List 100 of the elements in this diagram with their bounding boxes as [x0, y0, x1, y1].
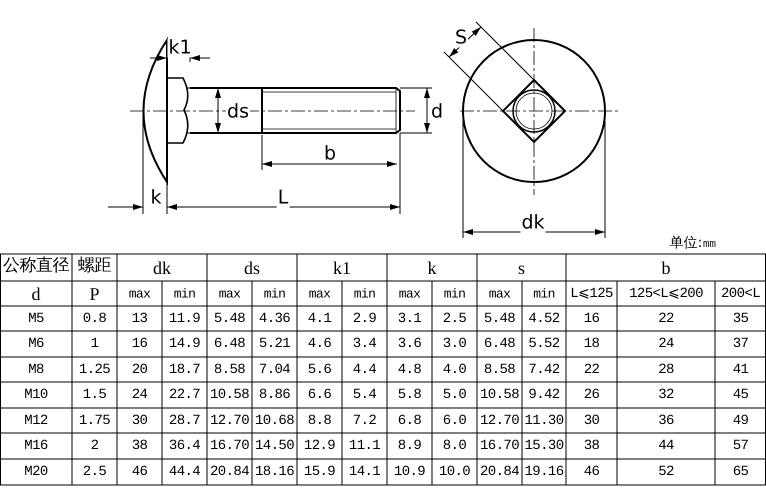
table-value: 14.1 [348, 465, 380, 479]
row-header: M20 [24, 465, 48, 479]
table-value: 8.0 [442, 439, 466, 453]
table-value: 14.50 [255, 439, 294, 453]
table-value: 7.42 [528, 362, 560, 376]
table-value: 15.9 [304, 465, 336, 479]
table-value: 22 [658, 312, 674, 326]
table-value: 2.9 [352, 312, 376, 326]
row-header: M12 [24, 414, 48, 428]
table-value: 3.0 [442, 337, 466, 351]
table-value: 2 [90, 439, 98, 453]
table-value: 65 [732, 465, 748, 479]
table-value: 10.9 [394, 465, 426, 479]
table-value: 20 [132, 362, 148, 376]
table-value: 2.5 [82, 465, 106, 479]
table-value: 24 [132, 388, 148, 402]
table-value: 28 [658, 362, 674, 376]
table-value: 45 [732, 388, 748, 402]
table-value: 6.48 [484, 337, 516, 351]
column-header: max [398, 288, 420, 300]
table-value: 14.9 [168, 337, 200, 351]
table-value: 6.6 [308, 388, 332, 402]
table-value: 38 [132, 439, 148, 453]
table-value: 1 [90, 337, 98, 351]
column-header: min [444, 288, 466, 300]
table-value: 20.84 [480, 465, 519, 479]
table-value: 26 [584, 388, 600, 402]
table-value: 15.30 [524, 439, 564, 453]
dimension-label: S [454, 28, 468, 48]
table-value: 1.25 [78, 362, 110, 376]
column-header: min [533, 288, 555, 300]
table-value: 4.36 [258, 312, 290, 326]
column-header: min [354, 288, 376, 300]
column-header: 公称直径 [3, 258, 69, 276]
column-header: 螺距 [78, 258, 111, 276]
table-value: 22.7 [168, 388, 200, 402]
table-value: 36.4 [168, 439, 200, 453]
table-value: 3.6 [398, 337, 422, 351]
column-header: max [128, 288, 150, 300]
table-value: 11.9 [168, 312, 200, 326]
column-header: b [662, 259, 670, 277]
column-header: max [488, 288, 510, 300]
table-value: 13 [132, 312, 148, 326]
table-value: 5.8 [398, 388, 422, 402]
table-value: 11.30 [524, 414, 564, 428]
table-value: 19.16 [524, 465, 564, 479]
table-value: 8.8 [308, 414, 332, 428]
table-value: 16 [584, 312, 600, 326]
dimension-label: dk [520, 214, 546, 232]
column-header: 125<L⩽200 [629, 287, 703, 301]
table-value: 44 [658, 439, 674, 453]
table-value: 5.52 [528, 337, 560, 351]
table-value: 44.4 [168, 465, 200, 479]
table-value: 4.52 [528, 312, 560, 326]
table-value: 4.6 [308, 337, 332, 351]
table-value: 5.6 [308, 362, 332, 376]
column-header: min [264, 288, 286, 300]
table-value: 10.0 [438, 465, 470, 479]
table-value: 30 [132, 414, 148, 428]
table-value: 30 [584, 414, 600, 428]
column-header: max [218, 288, 240, 300]
row-header: M10 [24, 388, 48, 402]
table-value: 5.48 [214, 312, 246, 326]
table-value: 4.8 [398, 362, 422, 376]
table-value: 20.84 [210, 465, 249, 479]
table-value: 5.0 [442, 388, 466, 402]
column-header: min [174, 288, 196, 300]
table-value: 49 [732, 414, 748, 428]
table-value: 22 [584, 362, 600, 376]
row-header: M8 [28, 362, 44, 376]
table-value: 41 [732, 362, 748, 376]
table-value: 12.70 [210, 414, 249, 428]
table-value: 16 [132, 337, 148, 351]
table-value: 38 [584, 439, 600, 453]
table-value: 10.58 [210, 388, 249, 402]
table-value: 46 [132, 465, 148, 479]
column-header: k1 [333, 259, 351, 277]
table-value: 18 [584, 337, 600, 351]
table-value: 8.9 [398, 439, 422, 453]
table-value: 28.7 [168, 414, 200, 428]
table-value: 5.21 [258, 337, 290, 351]
table-value: 37 [732, 337, 748, 351]
table-value: 5.48 [484, 312, 516, 326]
table-value: 4.1 [308, 312, 332, 326]
table-value: 8.86 [258, 388, 290, 402]
column-header: L⩽125 [570, 287, 613, 301]
dimension-label: L [276, 188, 290, 208]
column-header: k [428, 259, 436, 277]
row-header: M16 [24, 439, 48, 453]
table-value: 16.70 [210, 439, 249, 453]
table-value: 4.4 [352, 362, 376, 376]
column-header: dk [153, 259, 171, 277]
table-value: 35 [732, 312, 748, 326]
table-value: 3.4 [352, 337, 376, 351]
table-value: 3.1 [398, 312, 422, 326]
table-value: 8.58 [484, 362, 516, 376]
table-value: 4.0 [442, 362, 466, 376]
table-value: 24 [658, 337, 674, 351]
dimension-label: k1 [167, 38, 193, 58]
table-value: 12.9 [304, 439, 336, 453]
